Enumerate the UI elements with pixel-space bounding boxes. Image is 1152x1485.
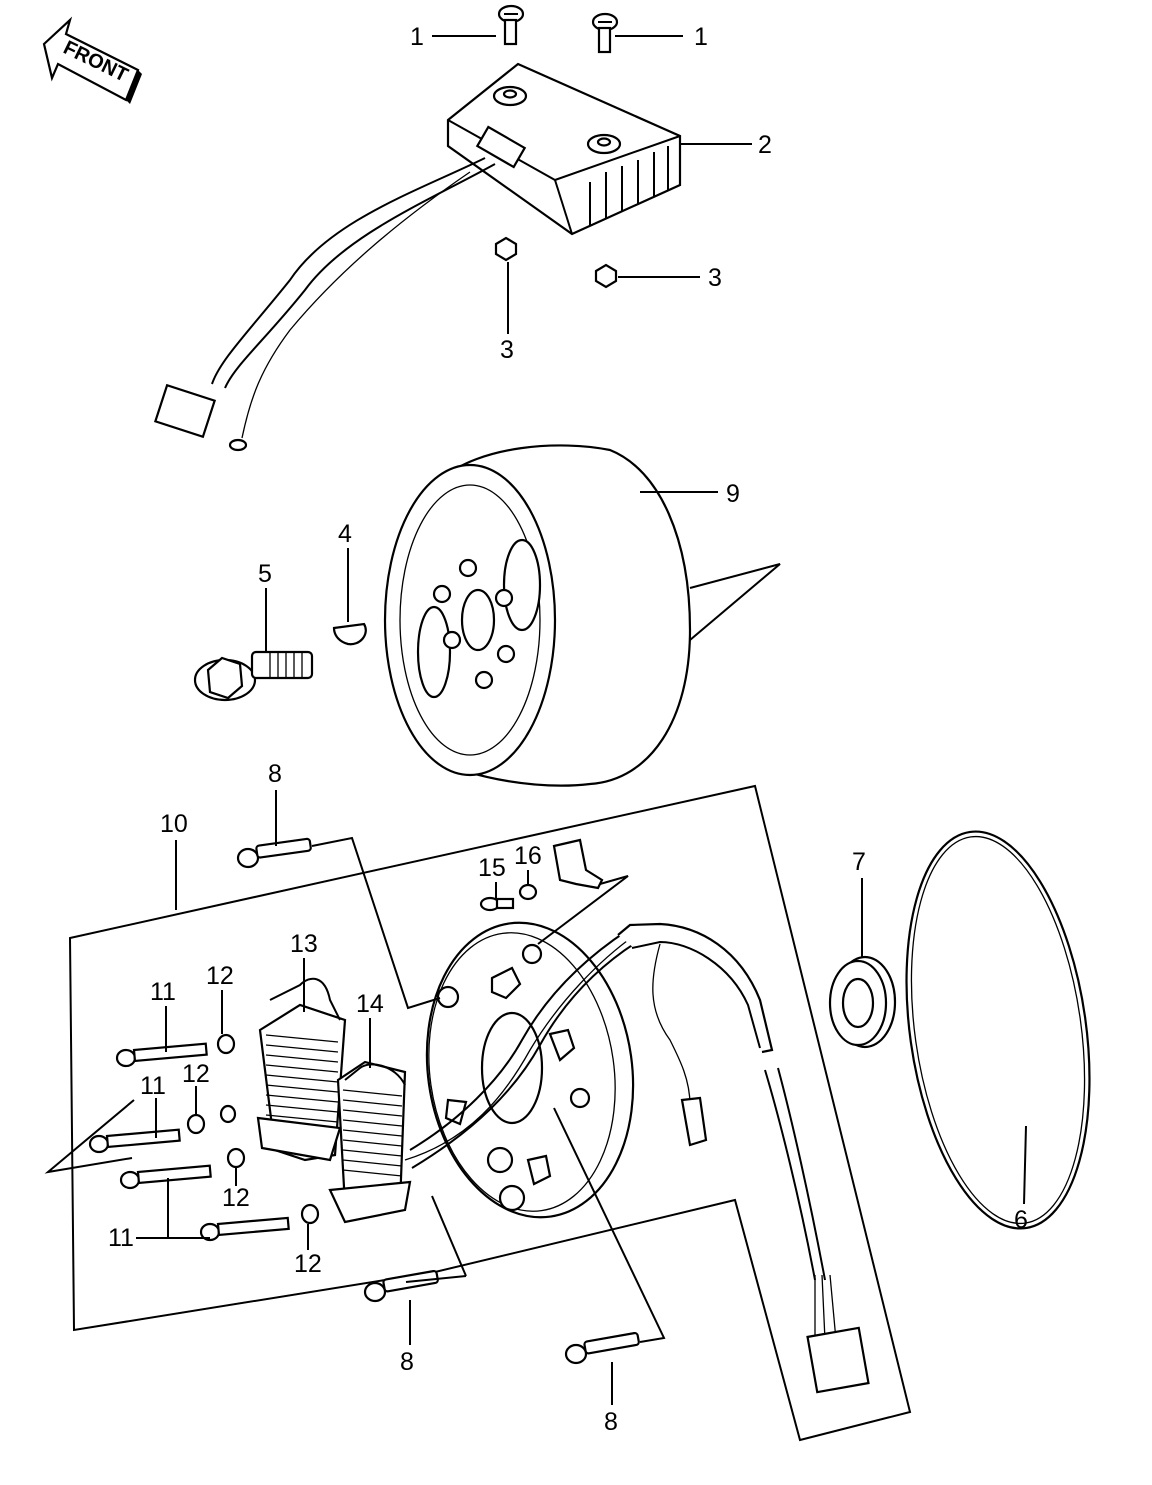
callout-numbers: 1 1 2 3 3 4 5 9 8 10 7 15 16 13 12 11 14… xyxy=(108,23,1028,1436)
exciter-coil-13 xyxy=(256,977,347,1162)
callout-1-right: 1 xyxy=(694,23,708,51)
o-ring-6 xyxy=(905,830,1091,1230)
bracket xyxy=(552,838,604,890)
nut-3-center xyxy=(494,236,518,262)
front-arrow-icon: FRONT xyxy=(42,16,142,104)
callout-13: 13 xyxy=(290,930,318,958)
oil-seal-7 xyxy=(828,955,897,1049)
rotor-bolt-5 xyxy=(193,650,314,702)
screw-11-bottom xyxy=(199,1216,290,1242)
callout-7: 7 xyxy=(852,848,866,876)
washer-small xyxy=(219,1104,237,1124)
washer-12-b xyxy=(186,1113,206,1135)
screw-8-bottom xyxy=(564,1331,640,1365)
callout-11-b: 11 xyxy=(140,1072,166,1100)
callout-11-a: 11 xyxy=(150,978,176,1006)
screw-11-lower xyxy=(119,1164,212,1190)
callout-2: 2 xyxy=(758,131,772,159)
callout-8-top: 8 xyxy=(268,760,282,788)
nut-3-right xyxy=(594,263,618,289)
rotor-flywheel xyxy=(383,444,692,787)
o-ring-6-inner xyxy=(910,835,1086,1225)
callout-6: 6 xyxy=(1014,1206,1028,1234)
screw-8-top xyxy=(236,837,312,869)
stator-assembly-frame xyxy=(68,784,912,1442)
regulator-rectifier xyxy=(153,62,682,452)
screw-8-middle xyxy=(363,1269,439,1303)
screw-15 xyxy=(479,896,515,912)
callout-3-bottom: 3 xyxy=(500,336,514,364)
washer-16 xyxy=(518,883,538,901)
callout-16: 16 xyxy=(514,842,542,870)
screw-11-middle xyxy=(88,1128,181,1154)
screw-11-top xyxy=(115,1042,208,1068)
screw-1-right xyxy=(591,12,619,54)
callout-11-c: 11 xyxy=(108,1224,134,1252)
callout-4: 4 xyxy=(338,520,352,548)
callout-12-d: 12 xyxy=(294,1250,322,1278)
washer-12-c xyxy=(226,1147,246,1169)
callout-12-a: 12 xyxy=(206,962,234,990)
stator-wiring xyxy=(404,922,870,1394)
callout-8-bottom: 8 xyxy=(604,1408,618,1436)
callout-1-left: 1 xyxy=(410,23,424,51)
callout-10: 10 xyxy=(160,810,188,838)
callout-15: 15 xyxy=(478,854,506,882)
woodruff-key-4 xyxy=(332,622,367,646)
washer-12-a xyxy=(216,1033,236,1055)
callout-12-b: 12 xyxy=(182,1060,210,1088)
callout-5: 5 xyxy=(258,560,272,588)
stator-plate xyxy=(425,921,635,1219)
callout-8-middle: 8 xyxy=(400,1348,414,1376)
callout-3-right: 3 xyxy=(708,264,722,292)
leader-lines xyxy=(44,35,1027,1405)
screw-1-left xyxy=(497,4,525,46)
washer-12-d xyxy=(300,1203,320,1225)
charging-coil-14 xyxy=(328,1060,412,1224)
callout-9: 9 xyxy=(726,480,740,508)
callout-12-c: 12 xyxy=(222,1184,250,1212)
callout-14: 14 xyxy=(356,990,384,1018)
